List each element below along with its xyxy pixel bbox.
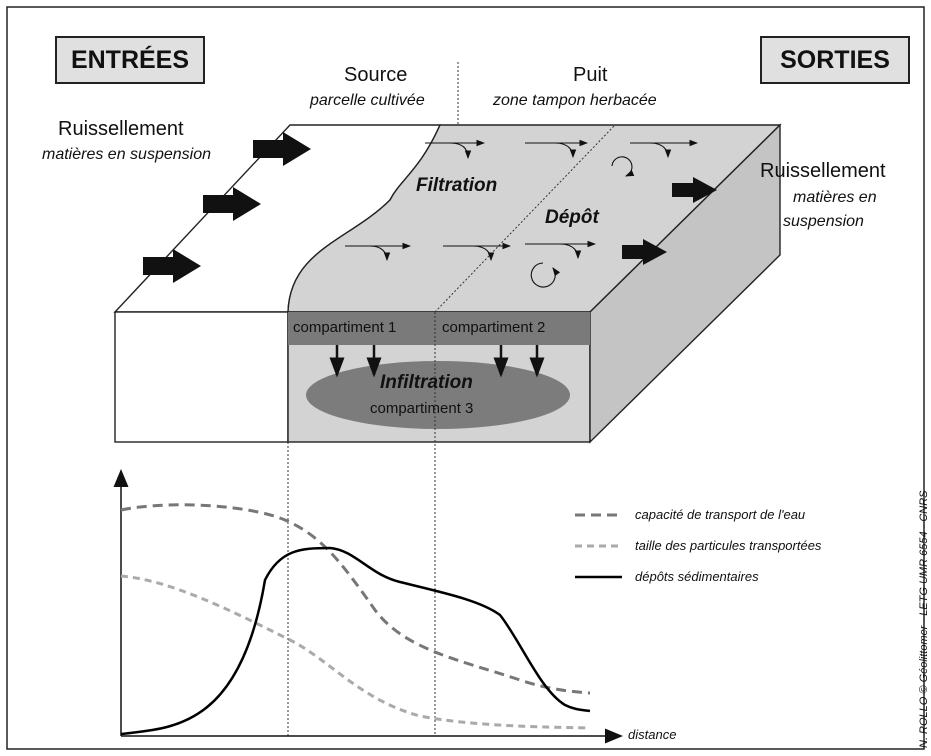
compartment-band — [288, 312, 590, 345]
process-infiltration: Infiltration — [380, 372, 473, 393]
infiltration-arrows — [329, 345, 545, 378]
runoff-in-subtitle: matières en suspension — [42, 146, 211, 163]
outputs-label: SORTIES — [760, 36, 910, 84]
plot-front-face — [114, 311, 289, 443]
curve-particle-size — [120, 574, 591, 730]
inputs-label: ENTRÉES — [55, 36, 205, 84]
compartment-1-label: compartiment 1 — [293, 319, 397, 336]
legend-deposits-label: dépôts sédimentaires — [635, 569, 759, 584]
legend-transport-label: capacité de transport de l'eau — [635, 507, 806, 522]
credit-text: N. ROLLO © Géolittomer - LETG UMR 6554 -… — [918, 490, 930, 748]
runoff-out-title: Ruissellement — [760, 160, 886, 182]
output-arrows — [622, 177, 717, 265]
x-axis-label: distance — [628, 727, 677, 742]
buffer-side-face — [589, 123, 781, 444]
sink-subtitle: zone tampon herbacée — [493, 92, 657, 109]
outer-frame — [6, 6, 925, 750]
curve-sediment-deposits — [120, 546, 591, 736]
compartment-3-label: compartiment 3 — [370, 400, 474, 417]
curve-transport-capacity — [120, 503, 591, 695]
top-divider — [434, 124, 616, 313]
source-title: Source — [344, 64, 408, 86]
process-filtration: Filtration — [416, 175, 498, 196]
runoff-out-subtitle-line2: suspension — [783, 213, 864, 230]
infiltration-ellipse — [306, 361, 570, 429]
runoff-in-title: Ruissellement — [58, 118, 184, 140]
compartment-2-label: compartiment 2 — [442, 319, 546, 336]
legend-particles-label: taille des particules transportées — [635, 538, 822, 553]
process-deposit: Dépôt — [545, 207, 599, 228]
runoff-out-subtitle-line1: matières en — [793, 189, 877, 206]
input-arrows — [143, 132, 311, 283]
flow-arrows — [345, 139, 699, 288]
sink-title: Puit — [573, 64, 608, 86]
buffer-top-face — [287, 124, 782, 313]
source-subtitle: parcelle cultivée — [310, 92, 425, 109]
